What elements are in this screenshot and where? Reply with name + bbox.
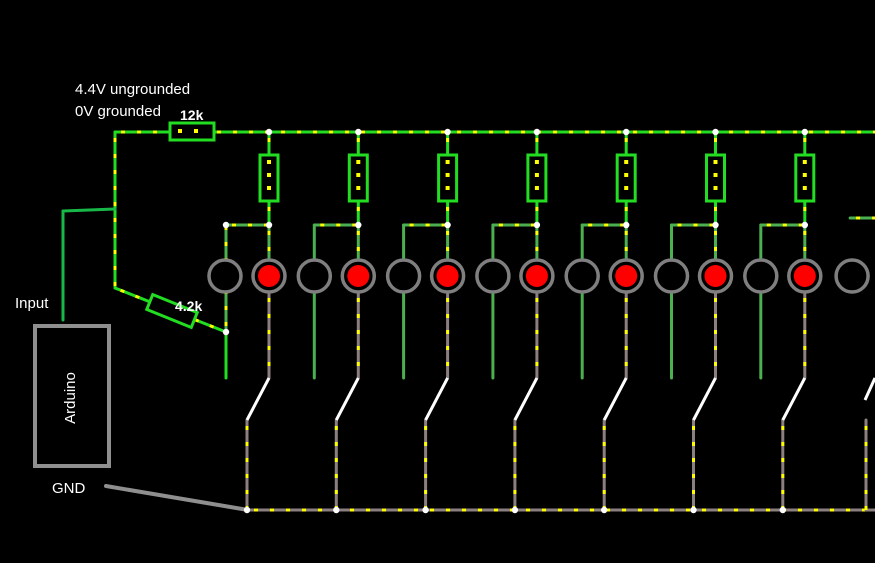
stage-7-indicator-led-on	[793, 265, 816, 287]
divider-node	[222, 328, 230, 336]
stage-4-mid-node	[533, 221, 541, 229]
pullup-resistor-label: 12k	[180, 107, 204, 123]
stage-7-resistor	[794, 153, 816, 203]
stage-4-resistor	[526, 153, 548, 203]
stage-1-switch	[245, 377, 271, 421]
arduino-label: Arduino	[62, 372, 79, 424]
stage-4-switch	[513, 377, 539, 421]
stage-2-indicator-led-on	[347, 265, 370, 287]
stage-6-indicator-led-on	[704, 265, 727, 287]
pullup-resistor-body	[168, 121, 216, 142]
stage-8-switch	[863, 377, 875, 401]
stage-3-resistor-body	[437, 153, 459, 203]
stage-3-top-node	[444, 128, 451, 136]
stage-5-resistor-body	[615, 153, 637, 203]
stage-4-ground-node	[511, 506, 519, 514]
stage-2-mid-node	[355, 221, 362, 229]
stage-4-resistor-body	[526, 153, 548, 203]
stage-6-indicator-led-off	[653, 258, 690, 294]
stage-7-resistor-body	[794, 153, 816, 203]
divider-resistor	[144, 292, 200, 330]
components-layer	[33, 121, 875, 468]
stage-1-ground-node	[243, 506, 251, 514]
stage-3-mid-node	[444, 221, 451, 229]
stage-6-ground-node	[690, 506, 697, 514]
stage-5-ground-node	[601, 506, 608, 514]
stage-4-top-node	[533, 128, 541, 136]
stage-6-switch	[692, 377, 717, 421]
stage-7-indicator-led-off	[743, 258, 779, 294]
input-wire-horizontal	[61, 207, 117, 213]
first-led-node	[222, 221, 230, 229]
arduino-box	[33, 324, 111, 468]
pullup-resistor	[168, 121, 216, 142]
stage-5-switch	[602, 377, 628, 421]
stage-1-resistor	[258, 153, 280, 203]
stage-4-indicator-led-off	[475, 258, 511, 294]
stage-6-resistor-body	[705, 153, 726, 203]
stage-1-resistor-body	[258, 153, 280, 203]
stage-4-indicator-led-on	[525, 265, 548, 287]
stage-2-indicator-led-off	[296, 258, 333, 294]
gnd-wire	[104, 484, 250, 512]
stage-3-switch	[424, 377, 449, 421]
stage-1-mid-node	[265, 221, 273, 229]
stage-2-top-node	[355, 128, 362, 136]
stage-5-resistor	[615, 153, 637, 203]
stage-3-indicator-led-off	[385, 258, 422, 294]
stage-2-switch	[334, 377, 360, 421]
state-ungrounded-label: 4.4V ungrounded	[75, 81, 190, 98]
stage-8-indicator-led-off	[834, 258, 870, 294]
stage-7-top-node	[801, 128, 808, 136]
divider-resistor-label: 4.2k	[175, 298, 202, 314]
stage-5-top-node	[623, 128, 630, 136]
stage-3-resistor	[437, 153, 459, 203]
stage-2-resistor-body	[347, 153, 369, 203]
stage-2-resistor	[347, 153, 369, 203]
stage-3-indicator-led-on	[436, 265, 459, 287]
stage-5-indicator-led-on	[615, 265, 638, 287]
stage-7-ground-node	[779, 506, 786, 514]
stage-3-ground-node	[422, 506, 429, 514]
stage-7-switch	[781, 377, 807, 421]
stage-6-top-node	[712, 128, 719, 136]
divider-resistor-body	[144, 292, 200, 330]
stage-2-ground-node	[333, 506, 340, 514]
stage-1-indicator-led-on	[258, 265, 280, 287]
stage-5-indicator-led-off	[564, 258, 600, 294]
stage-1-indicator-led-off	[207, 258, 243, 294]
stage-5-mid-node	[623, 221, 630, 229]
input-label: Input	[15, 295, 49, 312]
stage-7-mid-node	[801, 221, 808, 229]
nodes-layer	[222, 128, 808, 514]
state-grounded-label: 0V grounded	[75, 103, 161, 120]
stage-1-top-node	[265, 128, 273, 136]
stage-6-mid-node	[712, 221, 719, 229]
gnd-label: GND	[52, 480, 86, 497]
stage-6-resistor	[705, 153, 726, 203]
